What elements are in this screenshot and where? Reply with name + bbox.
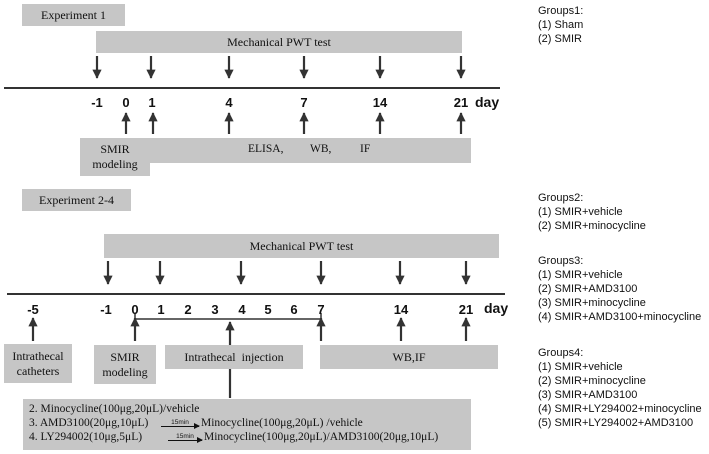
experiment1-tick-label: 7 — [300, 95, 308, 110]
experiment1-tick-label: 4 — [225, 95, 233, 110]
protocol-pre-step: 2. Minocycline(100μg,20μL)/vehicle — [29, 403, 200, 415]
group-list-2: Groups2: (1) SMIR+vehicle (2) SMIR+minoc… — [538, 191, 646, 233]
protocol-interval-label: 15min — [176, 433, 194, 440]
experiment2-pwt-test-bar: Mechanical PWT test — [104, 234, 499, 258]
experiment1-tick-label: 14 — [372, 95, 388, 110]
assay-elisa-label: ELISA, — [248, 143, 284, 155]
group-item: (3) SMIR+minocycline — [538, 297, 646, 309]
intrathecal-catheters-label: Intrathecal catheters — [12, 348, 64, 378]
experiment1-tick-label: 1 — [148, 95, 156, 110]
group-title: Groups4: — [538, 347, 584, 359]
experiment1-assay-bar: ELISA, WB, IF — [150, 138, 471, 163]
experiment2-smir-modeling-label: SMIR modeling — [102, 349, 148, 379]
group-title: Groups1: — [538, 5, 584, 17]
protocol-post-step: Minocycline(100μg,20μL)/AMD3100(20μg,10μ… — [204, 431, 439, 443]
group-item: (3) SMIR+AMD3100 — [538, 389, 638, 401]
experiment2-tick-label: 1 — [157, 302, 165, 317]
assay-if-label: IF — [360, 143, 371, 155]
experiment1-tick-label: 0 — [122, 95, 130, 110]
group-item: (5) SMIR+LY294002+AMD3100 — [538, 417, 694, 429]
drug-protocol-box: 2. Minocycline(100μg,20μL)/vehicle 3. AM… — [23, 399, 471, 450]
group-item: (2) SMIR+AMD3100 — [538, 283, 638, 295]
protocol-post-step: Minocycline(100μg,20μL) /vehicle — [201, 417, 363, 429]
group-item: (2) SMIR+minocycline — [538, 375, 646, 387]
experiment1-pwt-test-bar: Mechanical PWT test — [96, 31, 462, 53]
experiment2-tick-label: 0 — [131, 302, 139, 317]
experiment2-tick-label: -5 — [27, 302, 39, 317]
group-list-1: Groups1: (1) Sham (2) SMIR — [538, 4, 583, 46]
experiment1-day-label: day — [475, 94, 500, 110]
experiment2-tick-label: 14 — [393, 302, 409, 317]
experiment1-tick-label: -1 — [91, 95, 103, 110]
group-item: (1) SMIR+vehicle — [538, 269, 623, 281]
assay-wb-label: WB, — [310, 143, 332, 155]
experiment1-smir-modeling-box: SMIR modeling — [80, 138, 150, 176]
group-title: Groups3: — [538, 255, 584, 267]
experiment2-tick-label: -1 — [100, 302, 112, 317]
experiment2-tick-label: 21 — [458, 302, 474, 317]
experiment2-header: Experiment 2-4 — [22, 189, 131, 211]
protocol-pre-step: 3. AMD3100(20μg,10μL) — [29, 417, 149, 429]
experiment2-smir-modeling-box: SMIR modeling — [94, 345, 156, 384]
experiment1-tick-label: 21 — [453, 95, 469, 110]
group-item: (2) SMIR+minocycline — [538, 220, 646, 232]
experiment2-tick-label: 7 — [317, 302, 325, 317]
group-list-3: Groups3: (1) SMIR+vehicle (2) SMIR+AMD31… — [538, 254, 701, 324]
protocol-row: 2. Minocycline(100μg,20μL)/vehicle — [29, 402, 471, 416]
experiment2-tick-label: 2 — [184, 302, 192, 317]
protocol-pre-step: 4. LY294002(10μg,5μL) — [29, 431, 143, 443]
group-item: (1) SMIR+vehicle — [538, 361, 623, 373]
group-item: (4) SMIR+LY294002+minocycline — [538, 403, 702, 415]
arrow-right-icon: 15min — [168, 433, 203, 443]
group-item: (4) SMIR+AMD3100+minocycline — [538, 311, 702, 323]
protocol-interval-label: 15min — [171, 419, 189, 426]
experiment2-tick-label: 4 — [238, 302, 246, 317]
intrathecal-catheters-box: Intrathecal catheters — [4, 344, 72, 383]
experiment1-header: Experiment 1 — [22, 4, 125, 26]
experiment2-day-label: day — [484, 300, 509, 316]
group-list-4: Groups4: (1) SMIR+vehicle (2) SMIR+minoc… — [538, 346, 702, 430]
experiment2-tick-label: 3 — [211, 302, 219, 317]
wb-if-assay-box: WB,IF — [320, 345, 498, 369]
experiment2-tick-label: 6 — [290, 302, 298, 317]
intrathecal-injection-box: Intrathecal injection — [165, 345, 303, 369]
group-item: (2) SMIR — [538, 33, 582, 45]
experiment1-smir-modeling-label: SMIR modeling — [92, 142, 138, 171]
group-item: (1) SMIR+vehicle — [538, 206, 623, 218]
arrow-right-icon: 15min — [161, 419, 200, 429]
protocol-row: 3. AMD3100(20μg,10μL) 15min Minocycline(… — [29, 416, 471, 430]
protocol-row: 4. LY294002(10μg,5μL) 15min Minocycline(… — [29, 430, 471, 444]
experiment2-tick-label: 5 — [264, 302, 272, 317]
group-title: Groups2: — [538, 192, 584, 204]
group-item: (1) Sham — [538, 19, 584, 31]
